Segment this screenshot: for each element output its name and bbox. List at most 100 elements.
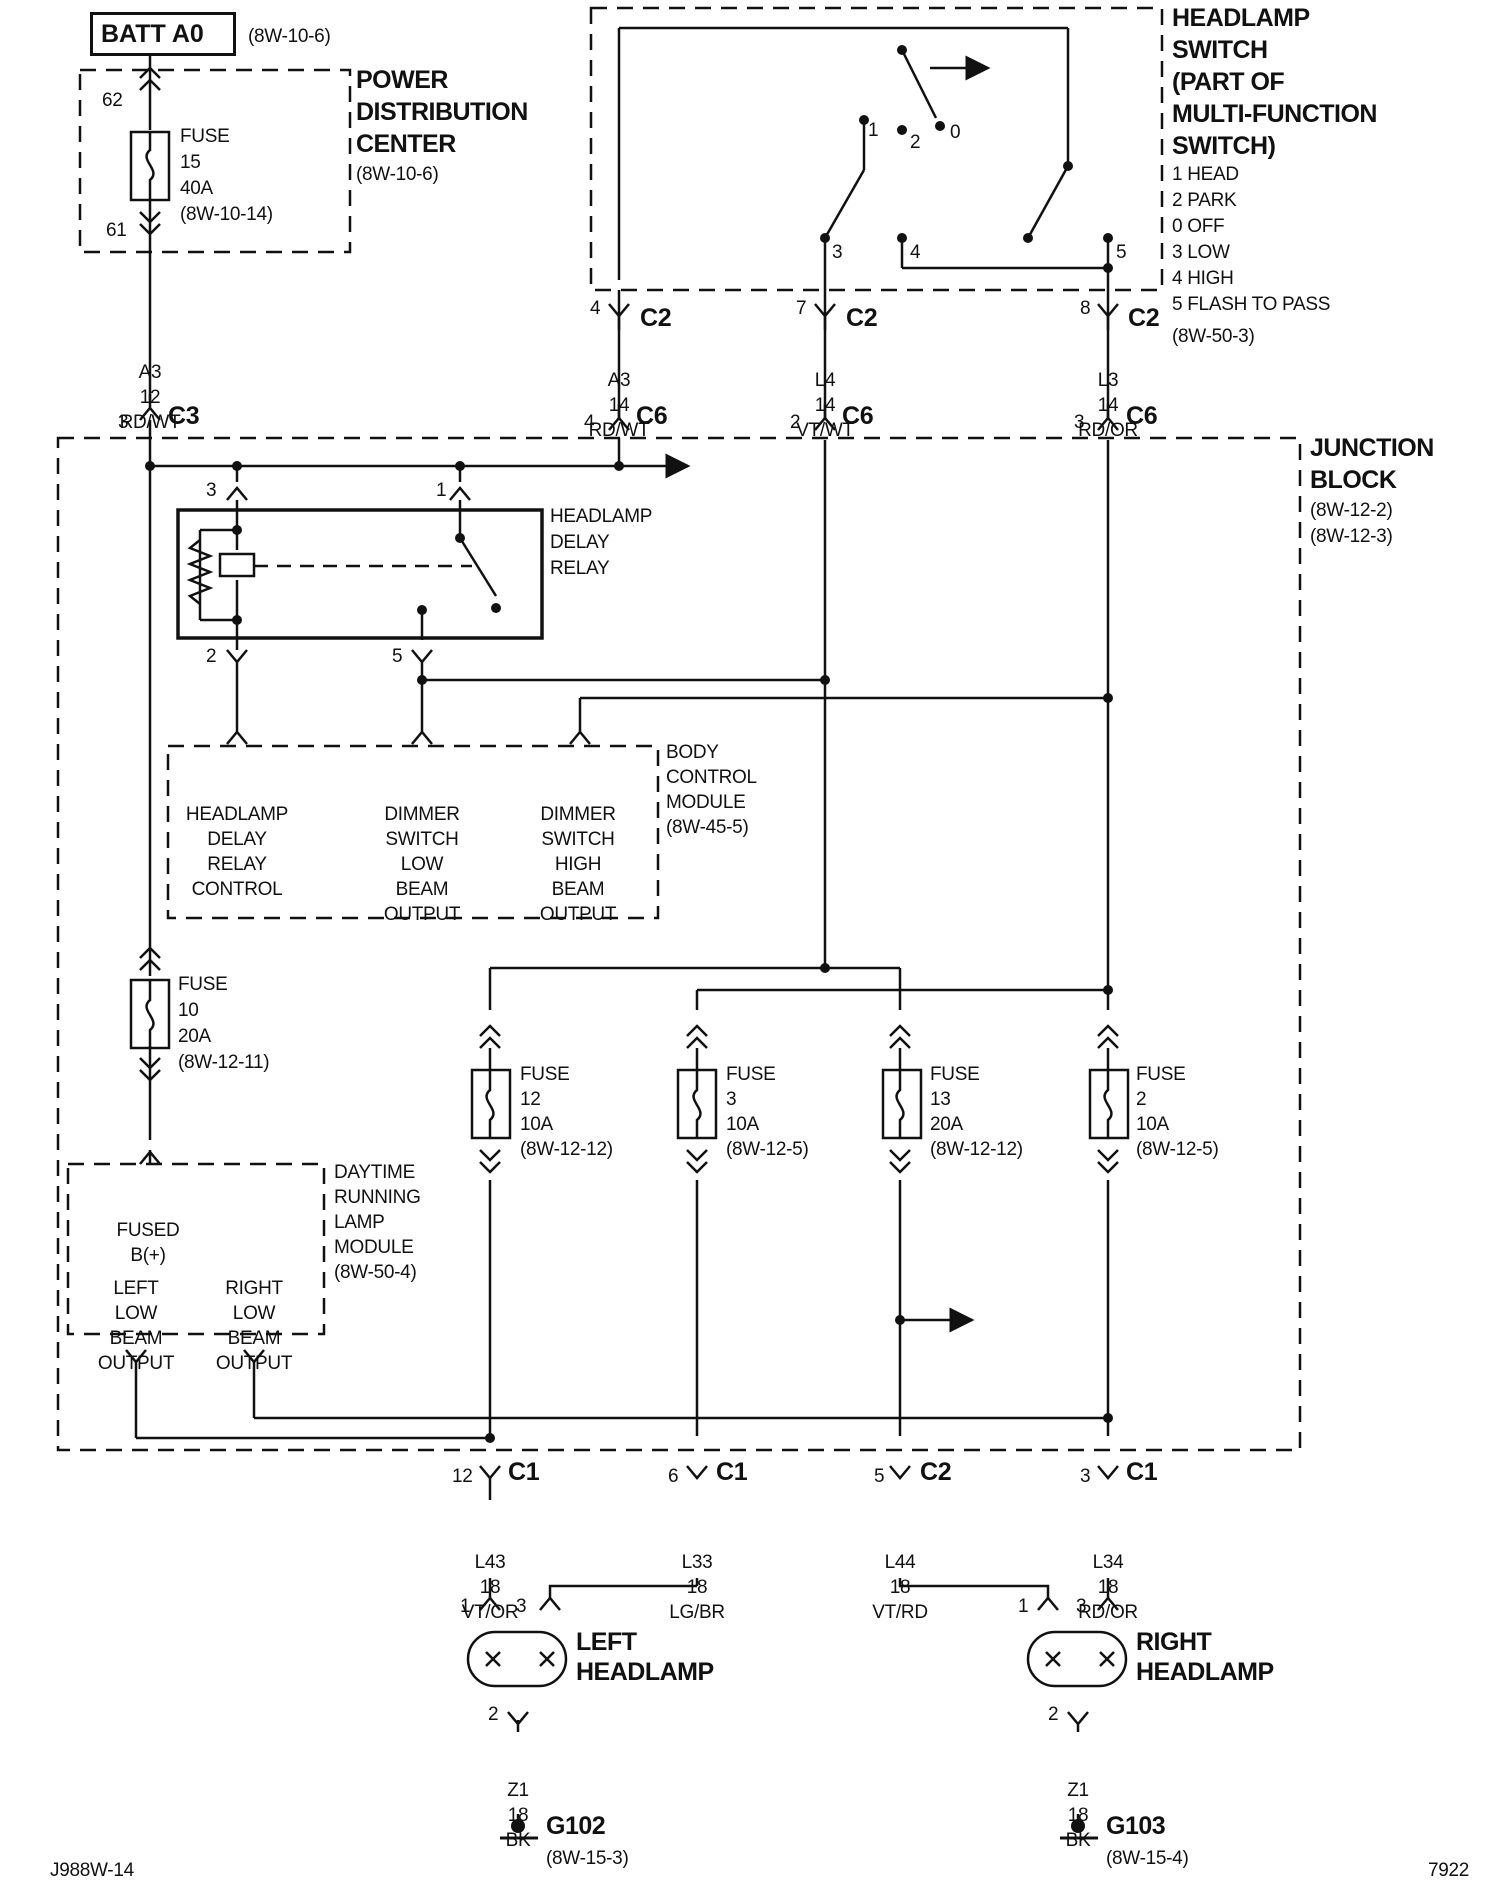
switch-contact-0: 0 (950, 122, 961, 143)
switch-pos-5: 4 HIGH (1172, 268, 1234, 289)
c3-pin: 3 (118, 412, 129, 433)
drl-box (66, 1162, 326, 1336)
switch-title-1: HEADLAMP (1172, 4, 1310, 32)
c2-connector-c: C2 (1128, 304, 1160, 332)
fuse13-block: FUSE 13 20A (8W-12-12) (930, 1064, 1023, 1160)
c6-connector-b: C6 (842, 402, 874, 430)
right-lamp-title-2: HEADLAMP (1136, 1658, 1274, 1686)
drl-title: DAYTIME RUNNING LAMP MODULE (8W-50-4) (334, 1162, 421, 1283)
footer-diagram-id: J988W-14 (50, 1860, 134, 1881)
c6-pin-2: 2 (790, 412, 801, 433)
switch-pos-1: 1 HEAD (1172, 164, 1239, 185)
c1-pin-12: 12 (452, 1466, 473, 1487)
fuse15-ref: (8W-10-14) (180, 204, 273, 225)
fuse10-ref: (8W-12-11) (178, 1052, 270, 1073)
relay-pin-3: 3 (206, 480, 217, 501)
right-lamp-pin-3: 3 (1076, 1596, 1087, 1617)
battery-source: BATT A0 (90, 12, 236, 56)
c6-pin-3: 3 (1074, 412, 1085, 433)
c2-connector-a: C2 (640, 304, 672, 332)
left-headlamp-shape (466, 1630, 568, 1688)
relay-box (176, 508, 544, 640)
switch-contact-2: 2 (910, 132, 921, 153)
junction-title-1: JUNCTION (1310, 434, 1434, 462)
c1-connector-a: C1 (508, 1458, 540, 1486)
left-ground-g102: G102 (546, 1812, 606, 1840)
left-lamp-title-2: HEADLAMP (576, 1658, 714, 1686)
left-lamp-pin-2: 2 (488, 1704, 499, 1725)
relay-title-3: RELAY (550, 558, 610, 579)
fuse10-label: FUSE (178, 974, 228, 995)
c1-pin-3: 3 (1080, 1466, 1091, 1487)
switch-title-3: (PART OF (1172, 68, 1285, 96)
pdc-title-3: CENTER (356, 130, 456, 158)
c1-connector-b: C1 (716, 1458, 748, 1486)
fuse3-block: FUSE 3 10A (8W-12-5) (726, 1064, 809, 1160)
relay-pin-1: 1 (436, 480, 447, 501)
c2-pin-5: 5 (874, 1466, 885, 1487)
fuse12-block: FUSE 12 10A (8W-12-12) (520, 1064, 613, 1160)
switch-pos-6: 5 FLASH TO PASS (1172, 294, 1331, 315)
pdc-title-1: POWER (356, 66, 448, 94)
switch-contact-4: 4 (910, 242, 921, 263)
c1-pin-6: 6 (668, 1466, 679, 1487)
battery-label: BATT A0 (101, 20, 204, 48)
left-lamp-pin-1: 1 (460, 1596, 471, 1617)
switch-title-5: SWITCH) (1172, 132, 1276, 160)
left-lamp-title-1: LEFT (576, 1628, 637, 1656)
switch-contact-1: 1 (868, 120, 879, 141)
c1-connector-c: C1 (1126, 1458, 1158, 1486)
fuse2-block: FUSE 2 10A (8W-12-5) (1136, 1064, 1219, 1160)
fuse15-number: 15 (180, 152, 201, 173)
c2-connector-b: C2 (846, 304, 878, 332)
relay-title-2: DELAY (550, 532, 610, 553)
pdc-ref: (8W-10-6) (356, 164, 439, 185)
right-lamp-title-1: RIGHT (1136, 1628, 1212, 1656)
junction-ref-1: (8W-12-2) (1310, 500, 1393, 521)
pdc-pin-top: 62 (102, 90, 123, 111)
c6-pin-4: 4 (584, 412, 595, 433)
right-ground-g103: G103 (1106, 1812, 1166, 1840)
right-ground-ref: (8W-15-4) (1106, 1848, 1189, 1869)
junction-block-box (56, 436, 1302, 1452)
fuse10-number: 10 (178, 1000, 199, 1021)
switch-title-4: MULTI-FUNCTION (1172, 100, 1378, 128)
switch-pos-2: 2 PARK (1172, 190, 1237, 211)
switch-ref: (8W-50-3) (1172, 326, 1255, 347)
fuse10-amp: 20A (178, 1026, 211, 1047)
switch-contact-3: 3 (832, 242, 843, 263)
switch-pos-3: 0 OFF (1172, 216, 1225, 237)
footer-code: 7922 (1428, 1860, 1470, 1881)
switch-title-2: SWITCH (1172, 36, 1268, 64)
c3-connector: C3 (168, 402, 200, 430)
fuse15-amp: 40A (180, 178, 213, 199)
right-lamp-pin-2: 2 (1048, 1704, 1059, 1725)
fuse15-label: FUSE (180, 126, 230, 147)
pdc-title-2: DISTRIBUTION (356, 98, 528, 126)
c2-pin-7: 7 (796, 298, 807, 319)
right-lamp-pin-1: 1 (1018, 1596, 1029, 1617)
c2-pin-8: 8 (1080, 298, 1091, 319)
c2-connector-d: C2 (920, 1458, 952, 1486)
relay-pin-5: 5 (392, 646, 403, 667)
relay-title-1: HEADLAMP (550, 506, 653, 527)
right-headlamp-shape (1026, 1630, 1128, 1688)
